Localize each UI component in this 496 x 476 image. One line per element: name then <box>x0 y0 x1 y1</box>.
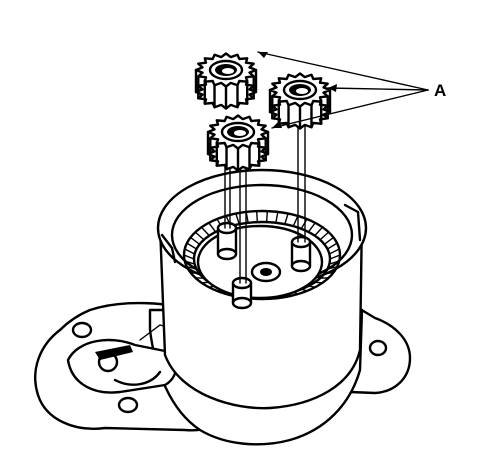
mounting-hole <box>368 339 388 357</box>
ring-gear-tooth <box>265 210 269 223</box>
leader-line <box>327 87 429 91</box>
ring-gear-tooth <box>189 271 201 275</box>
leader-arrowhead <box>258 52 268 58</box>
ring-gear-tooth <box>189 236 201 245</box>
alignment-lines <box>224 117 306 284</box>
bore-hole <box>260 268 272 276</box>
ring-gear-tooth <box>307 222 316 233</box>
ring-gear-tooth <box>323 271 335 275</box>
bore-ring <box>250 261 282 283</box>
ring-gear-tooth <box>255 210 259 223</box>
planet-gears <box>194 52 332 172</box>
shaft-base <box>216 247 238 261</box>
ring-gear-tooth <box>329 254 341 260</box>
gear-bore-highlight <box>296 88 308 94</box>
lever-arm <box>95 345 133 360</box>
planet-shaft <box>290 235 312 273</box>
shaft-top <box>216 221 238 235</box>
ring-gear-tooth <box>275 211 279 224</box>
ring-gear-tooth <box>284 212 289 225</box>
ring-gear-tooth <box>314 226 324 237</box>
planet-gear <box>206 114 270 172</box>
ring-gear-tooth <box>184 248 196 255</box>
planet-gear <box>268 72 332 130</box>
planet-shaft <box>216 221 238 261</box>
leader-line <box>271 89 429 129</box>
rim-notch-left <box>160 233 177 264</box>
rim-notch-right <box>343 203 362 242</box>
mounting-hole <box>117 396 139 414</box>
planet-shaft <box>231 276 253 310</box>
shaft-top <box>290 235 312 249</box>
shaft-top <box>231 276 253 290</box>
ring-gear-tooth <box>300 218 308 230</box>
ring-gear-tooth <box>235 212 240 225</box>
planet-gear <box>194 52 258 110</box>
ring-gear-tooth <box>319 231 330 241</box>
ring-gear-tooth <box>307 285 316 288</box>
ring-gear-tooth <box>326 266 338 270</box>
ring-gear-tooth <box>328 260 340 265</box>
gear-hub <box>208 59 244 81</box>
lever-curve <box>113 370 162 386</box>
ring-gear-tooth <box>326 242 338 250</box>
ring-gear-tooth <box>292 215 299 227</box>
gear-hub <box>220 121 256 143</box>
ring-gear-tooth <box>183 254 195 260</box>
shaft-base <box>290 259 312 273</box>
center-bore <box>250 261 282 283</box>
ring-gear-tooth <box>323 236 335 245</box>
ring-gear-tooth <box>328 248 340 255</box>
callout-a: A <box>257 51 446 129</box>
mounting-holes <box>71 321 388 414</box>
shaft-base <box>231 296 253 310</box>
ring-gear-tooth <box>186 266 198 270</box>
leader-line <box>257 51 429 91</box>
ring-gear-tooth <box>200 226 210 237</box>
ring-gear-tooth <box>208 222 217 233</box>
leader-arrowhead <box>328 84 337 92</box>
mounting-hole <box>71 321 93 339</box>
gear-bore-highlight <box>234 130 246 136</box>
gear-bore-highlight <box>222 68 234 74</box>
ring-gear-tooth <box>186 242 198 250</box>
callout-label: A <box>434 81 446 100</box>
leader-arrowhead <box>272 121 282 128</box>
ring-gear-tooth <box>184 260 196 265</box>
planet-shafts <box>216 221 312 310</box>
gear-hub <box>282 79 318 101</box>
ring-gear-tooth <box>194 231 205 241</box>
